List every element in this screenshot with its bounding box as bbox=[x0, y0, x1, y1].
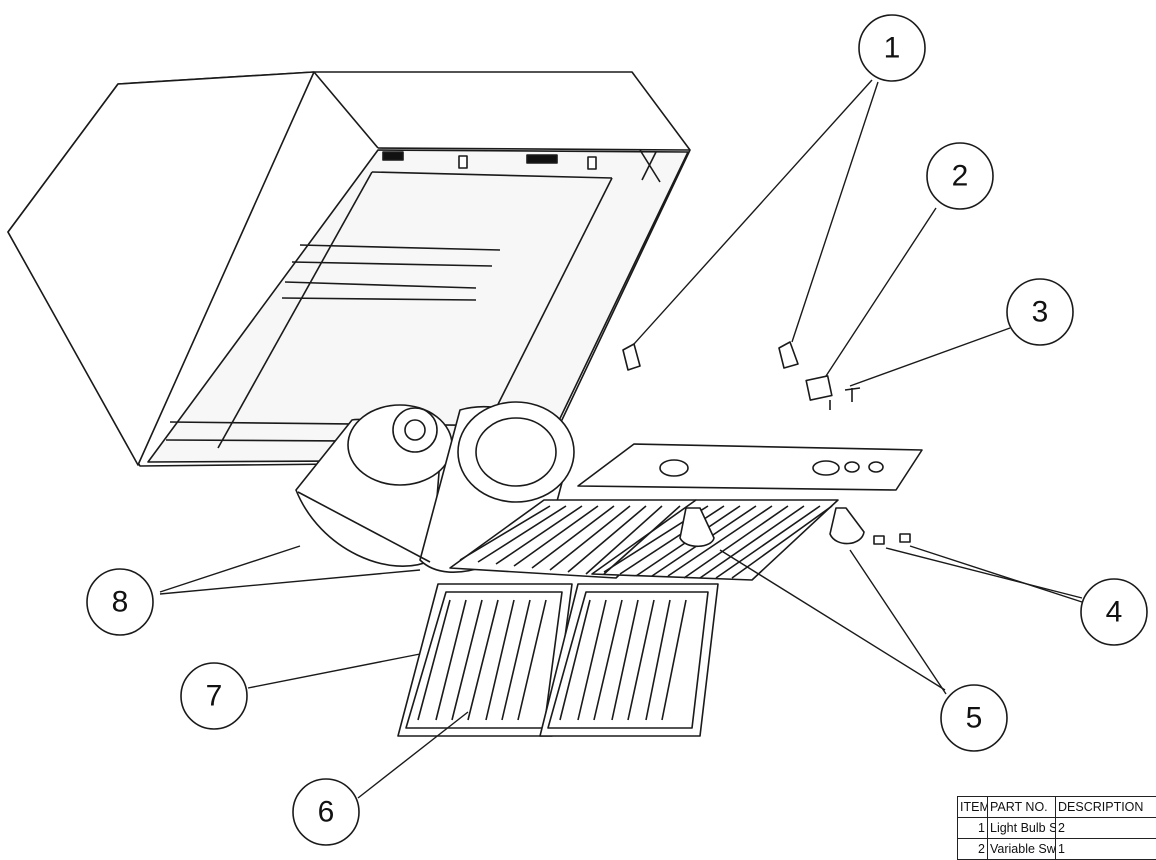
lamp-clip bbox=[874, 534, 910, 544]
bom-header-part-no: PART NO. bbox=[988, 797, 1056, 818]
switch-knob bbox=[845, 388, 860, 402]
control-panel bbox=[578, 444, 922, 490]
callout-4-label: 4 bbox=[1106, 596, 1123, 629]
callout-7-label: 7 bbox=[206, 680, 223, 713]
hood-housing bbox=[8, 72, 690, 466]
bom-row: 2 Variable Switch 1 bbox=[958, 839, 1156, 860]
bom-header-item: ITEM bbox=[958, 797, 988, 818]
callout-5: 5 bbox=[941, 685, 1007, 751]
bom-header-description: DESCRIPTION bbox=[1056, 797, 1156, 818]
variable-switch bbox=[806, 376, 832, 410]
callout-2: 2 bbox=[927, 143, 993, 209]
bom-description: Light Bulb Socket bbox=[988, 818, 1056, 839]
callout-2-label: 2 bbox=[952, 160, 969, 193]
callout-1: 1 bbox=[859, 15, 925, 81]
bom-qty: 1 bbox=[1056, 839, 1156, 860]
bom-row: 1 Light Bulb Socket 2 bbox=[958, 818, 1156, 839]
bom-qty: 2 bbox=[1056, 818, 1156, 839]
callout-1-label: 1 bbox=[884, 32, 901, 65]
callout-8: 8 bbox=[87, 569, 153, 635]
callout-4: 4 bbox=[1081, 579, 1147, 645]
bill-of-materials-table: ITEM PART NO. DESCRIPTION 1 Light Bulb S… bbox=[957, 796, 1156, 860]
callout-6: 6 bbox=[293, 779, 359, 845]
light-bulb-socket bbox=[623, 342, 798, 370]
grease-filter-lower bbox=[398, 584, 718, 736]
bom-item: 2 bbox=[958, 839, 988, 860]
callout-3-label: 3 bbox=[1032, 296, 1049, 329]
callout-3: 3 bbox=[1007, 279, 1073, 345]
bom-item: 1 bbox=[958, 818, 988, 839]
callout-7: 7 bbox=[181, 663, 247, 729]
callout-5-label: 5 bbox=[966, 702, 983, 735]
callout-8-label: 8 bbox=[112, 586, 129, 619]
bom-header-row: ITEM PART NO. DESCRIPTION bbox=[958, 797, 1156, 818]
bom-description: Variable Switch bbox=[988, 839, 1056, 860]
callout-6-label: 6 bbox=[318, 796, 335, 829]
